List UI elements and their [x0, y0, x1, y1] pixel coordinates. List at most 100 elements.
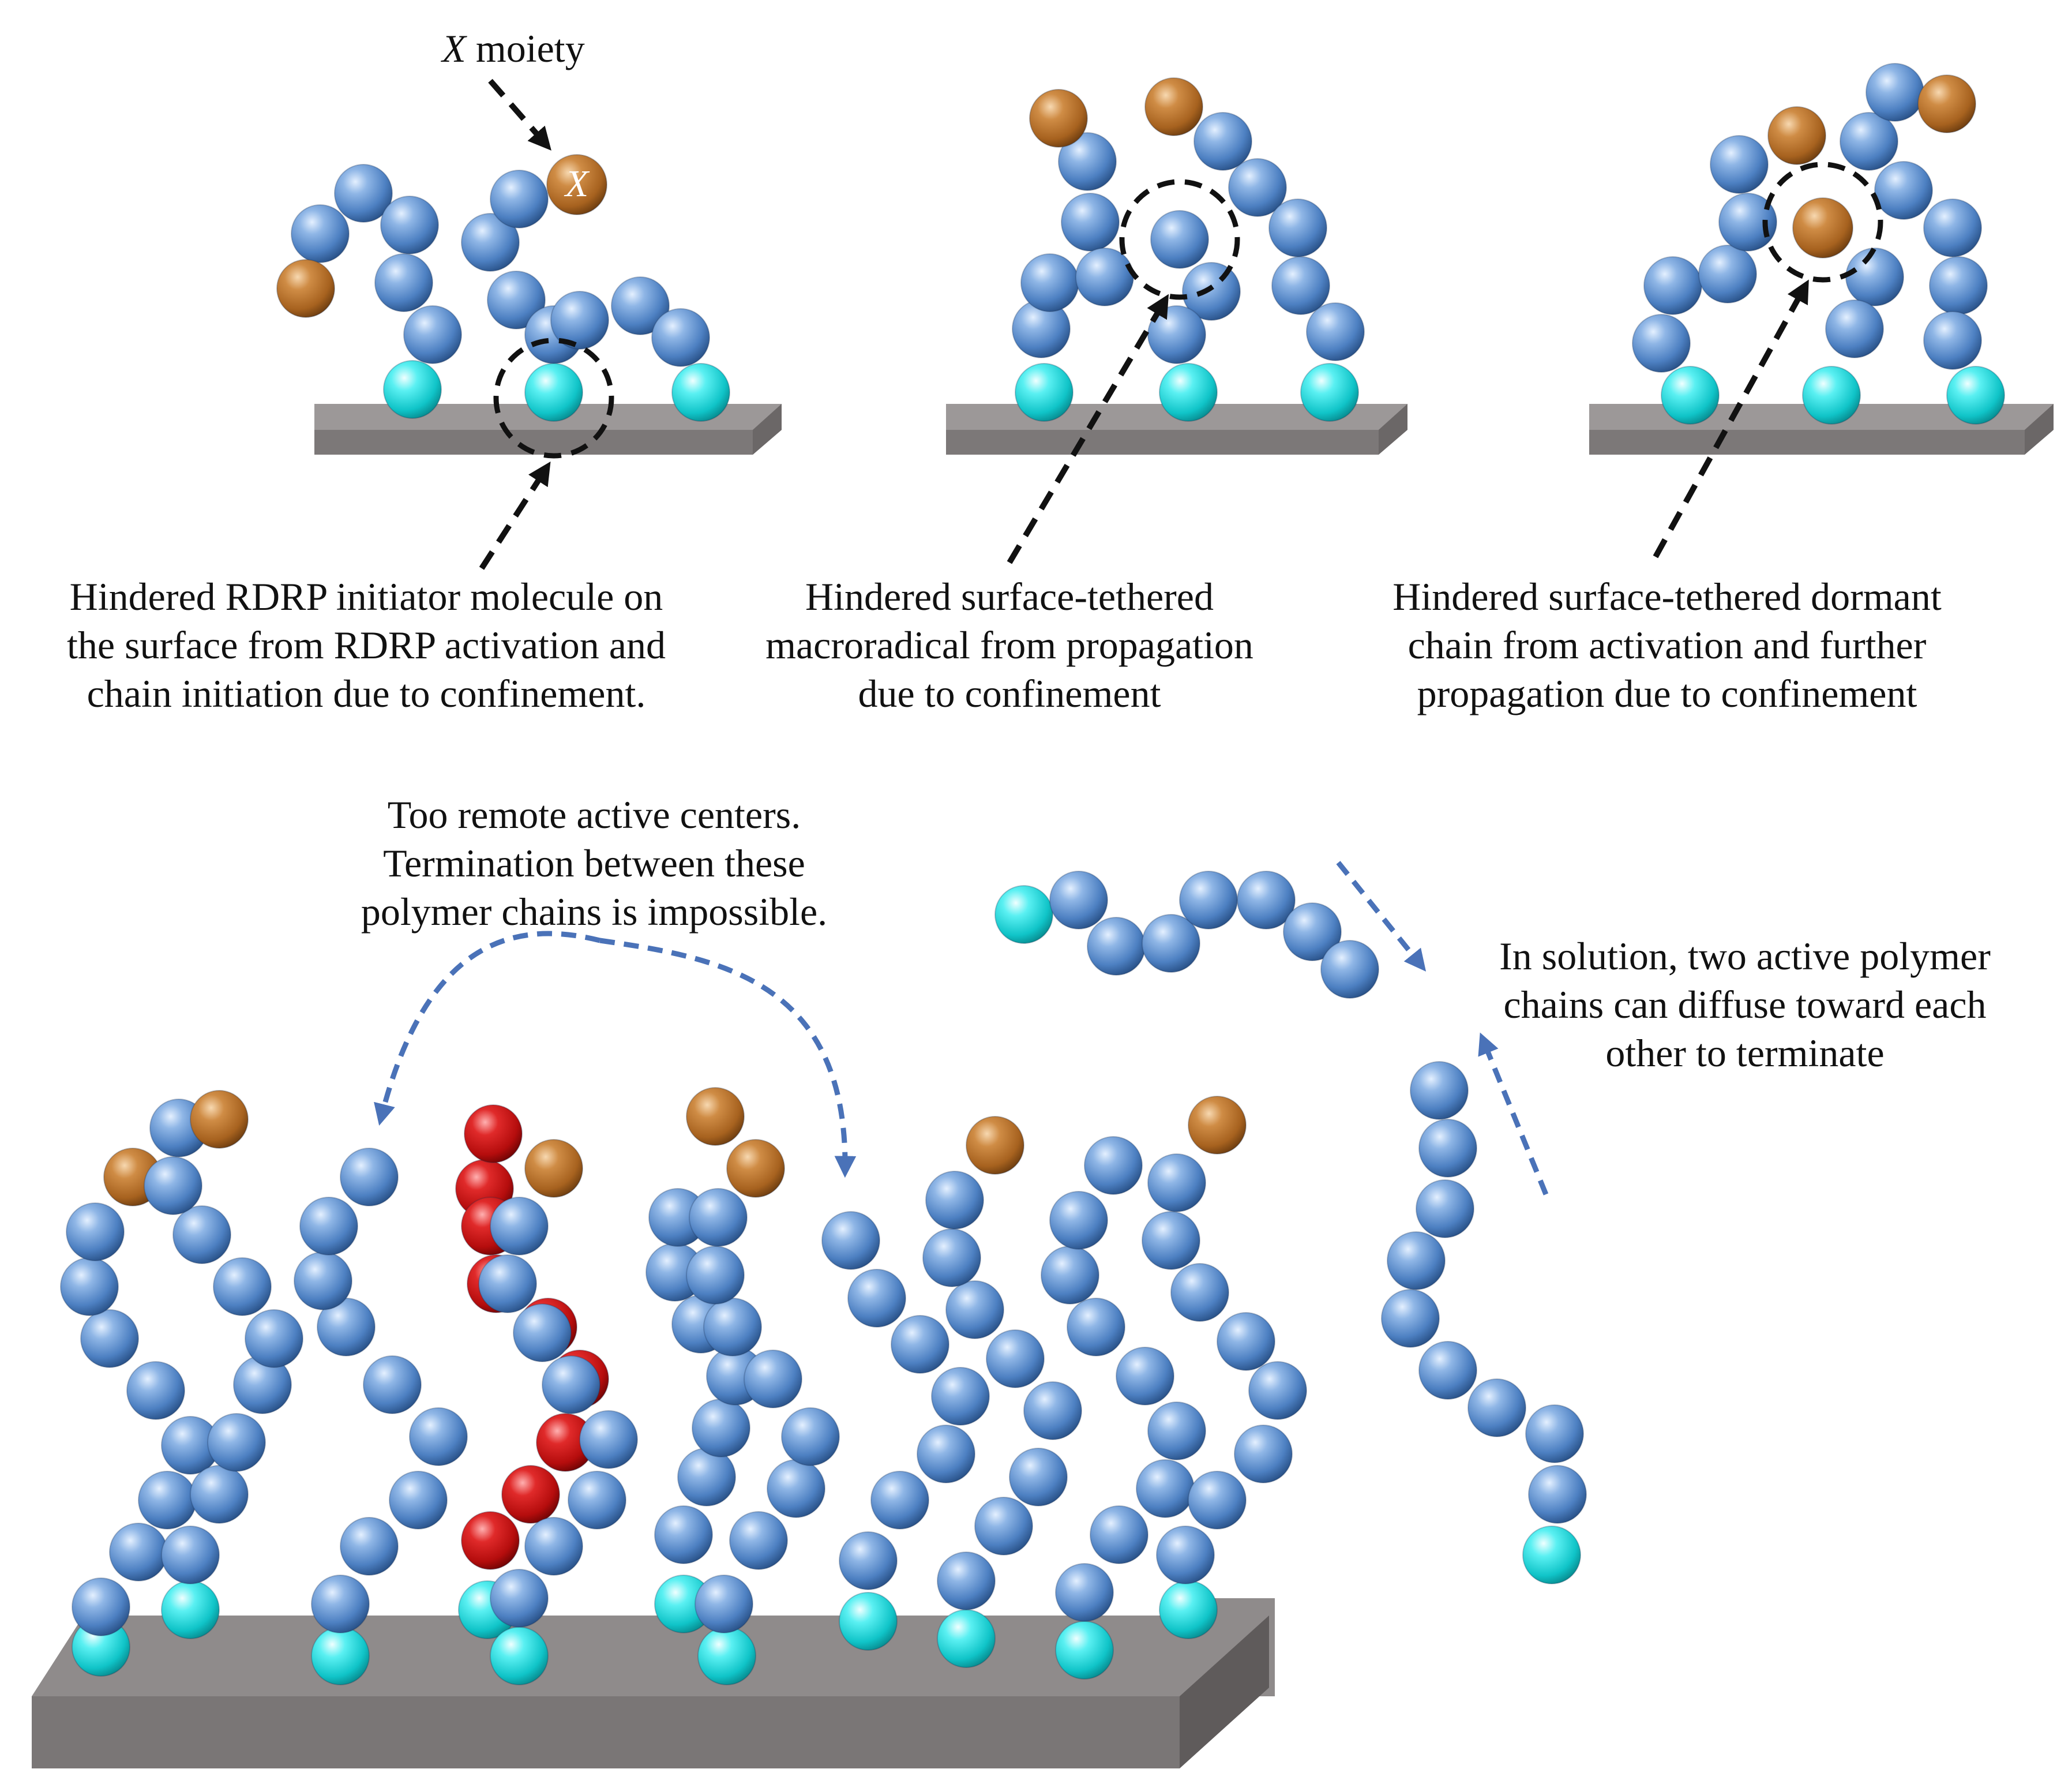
- monomer-sphere: [974, 1497, 1033, 1556]
- monomer-sphere: [363, 1355, 422, 1414]
- panel1-caption: Hindered RDRP initiator molecule on the …: [12, 572, 721, 718]
- panel2-line1: Hindered surface-tethered: [805, 575, 1214, 619]
- panel2-caption: Hindered surface-tethered macroradical f…: [721, 572, 1298, 718]
- panel2-line2: macroradical from propagation: [765, 623, 1253, 667]
- monomer-sphere: [1217, 1312, 1275, 1371]
- anchor-sphere: [1946, 366, 2005, 425]
- arrow-solution-down: [1336, 861, 1427, 972]
- end-group-sphere: [966, 1116, 1024, 1175]
- panel3-line2: chain from activation and further: [1407, 623, 1927, 667]
- monomer-sphere: [1718, 193, 1777, 252]
- monomer-sphere: [542, 1355, 600, 1414]
- monomer-sphere: [1248, 1361, 1307, 1420]
- anchor-sphere: [1015, 363, 1073, 422]
- monomer-sphere: [579, 1410, 638, 1469]
- monomer-sphere: [138, 1471, 197, 1530]
- monomer-sphere: [374, 253, 433, 312]
- monomer-sphere: [340, 1517, 399, 1576]
- monomer-sphere: [689, 1188, 748, 1247]
- monomer-sphere: [937, 1551, 996, 1610]
- monomer-sphere: [703, 1298, 762, 1356]
- monomer-sphere: [1929, 256, 1988, 315]
- end-group-sphere: [190, 1090, 249, 1149]
- monomer-sphere: [1142, 1211, 1200, 1270]
- monomer-sphere: [744, 1350, 802, 1408]
- highlight-chain-sphere: [464, 1104, 523, 1163]
- solution-line2: chains can diffuse toward each: [1503, 983, 1987, 1026]
- monomer-sphere: [1525, 1404, 1584, 1463]
- panel1-line3: chain initiation due to confinement.: [87, 672, 646, 715]
- monomer-sphere: [1268, 198, 1327, 257]
- monomer-sphere: [1710, 135, 1769, 194]
- end-group-sphere: [1917, 74, 1976, 133]
- monomer-sphere: [922, 1228, 981, 1287]
- monomer-sphere: [311, 1575, 370, 1633]
- end-group-sphere: [1144, 77, 1203, 136]
- monomer-sphere: [1387, 1231, 1446, 1290]
- anchor-sphere: [311, 1626, 370, 1685]
- arrow-macroradical: [1007, 294, 1169, 564]
- panel3-line3: propagation due to confinement: [1417, 672, 1917, 715]
- monomer-sphere: [891, 1315, 949, 1374]
- anchor-sphere: [1661, 366, 1720, 425]
- anchor-sphere: [1159, 1580, 1218, 1639]
- panel2-line3: due to confinement: [858, 672, 1161, 715]
- monomer-sphere: [1041, 1246, 1099, 1305]
- monomer-sphere: [1416, 1179, 1474, 1238]
- monomer-sphere: [931, 1367, 990, 1426]
- solution-caption: In solution, two active polymer chains c…: [1442, 932, 2048, 1077]
- remote-caption: Too remote active centers. Termination b…: [311, 790, 877, 936]
- monomer-sphere: [1643, 256, 1702, 315]
- anchor-sphere: [839, 1592, 898, 1651]
- monomer-sphere: [1147, 1401, 1206, 1460]
- monomer-sphere: [72, 1577, 130, 1636]
- monomer-sphere: [1179, 871, 1238, 930]
- monomer-sphere: [207, 1413, 266, 1472]
- anchor-sphere: [1522, 1526, 1581, 1584]
- monomer-sphere: [126, 1361, 185, 1420]
- monomer-sphere: [1075, 248, 1134, 306]
- monomer-sphere: [1320, 940, 1379, 999]
- monomer-sphere: [1084, 1136, 1143, 1195]
- monomer-sphere: [1923, 198, 1982, 257]
- monomer-sphere: [66, 1202, 125, 1261]
- monomer-sphere: [925, 1171, 984, 1230]
- monomer-sphere: [478, 1254, 537, 1313]
- monomer-sphere: [1150, 210, 1209, 269]
- monomer-sphere: [1923, 311, 1982, 370]
- monomer-sphere: [1418, 1341, 1477, 1400]
- monomer-sphere: [695, 1575, 753, 1633]
- monomer-sphere: [1840, 112, 1898, 171]
- monomer-sphere: [80, 1309, 139, 1368]
- monomer-sphere: [380, 196, 439, 254]
- monomer-sphere: [1283, 902, 1342, 961]
- monomer-sphere: [1228, 158, 1287, 217]
- monomer-sphere: [490, 1197, 549, 1255]
- monomer-sphere: [1271, 256, 1330, 315]
- remote-line3: polymer chains is impossible.: [361, 890, 828, 934]
- highlight-circle-dormant: [1762, 162, 1883, 283]
- anchor-sphere: [1802, 366, 1861, 425]
- anchor-sphere: [994, 885, 1053, 944]
- anchor-sphere: [1159, 363, 1218, 422]
- monomer-sphere: [870, 1471, 929, 1530]
- monomer-sphere: [389, 1471, 448, 1530]
- end-group-sphere: [276, 259, 335, 318]
- monomer-sphere: [781, 1407, 840, 1466]
- end-group-sphere: [686, 1087, 745, 1146]
- solution-line1: In solution, two active polymer: [1499, 934, 1991, 978]
- monomer-sphere: [945, 1280, 1004, 1339]
- monomer-sphere: [1410, 1061, 1469, 1120]
- monomer-sphere: [917, 1425, 975, 1483]
- monomer-sphere: [1381, 1289, 1440, 1348]
- monomer-sphere: [692, 1399, 750, 1457]
- monomer-sphere: [611, 276, 670, 335]
- monomer-sphere: [1234, 1425, 1293, 1483]
- monomer-sphere: [213, 1257, 272, 1316]
- remote-line1: Too remote active centers.: [387, 793, 801, 837]
- monomer-sphere: [1061, 193, 1120, 252]
- monomer-sphere: [1188, 1471, 1247, 1530]
- arrow-remote-right: [599, 938, 857, 1178]
- monomer-sphere: [1142, 914, 1200, 973]
- monomer-sphere: [1156, 1526, 1215, 1584]
